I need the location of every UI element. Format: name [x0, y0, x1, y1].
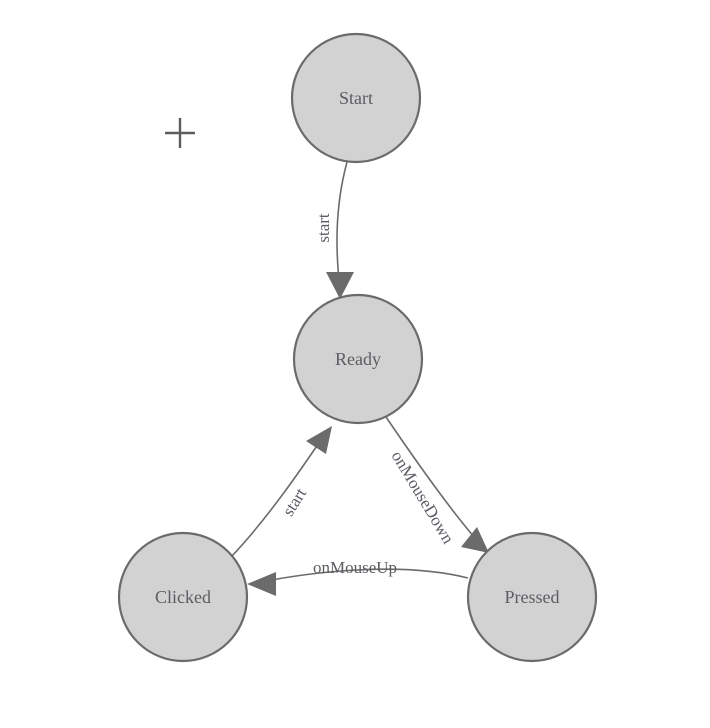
node-circle[interactable] — [466, 531, 598, 663]
arrow-head-icon — [306, 426, 332, 454]
edge-label: onMouseUp — [313, 558, 397, 577]
node-label: Pressed — [505, 587, 560, 607]
node-label: Ready — [335, 349, 381, 369]
state-node-start[interactable]: Start — [290, 32, 422, 164]
edge-clicked-to-ready: start — [230, 426, 332, 558]
state-node-pressed[interactable]: Pressed — [466, 531, 598, 663]
node-circle[interactable] — [117, 531, 249, 663]
edge-label: start — [279, 484, 311, 519]
edge-label: start — [314, 213, 333, 243]
arrow-head-icon — [247, 572, 276, 596]
edge-line — [255, 568, 469, 584]
arrow-head-icon — [461, 527, 489, 553]
plus-marker-icon — [165, 118, 195, 148]
edge-pressed-to-clicked: onMouseUp — [247, 558, 469, 596]
edge-ready-to-pressed: onMouseDown — [385, 416, 489, 553]
edge-line — [336, 161, 348, 291]
edge-start-to-ready: start — [314, 161, 354, 299]
node-circle[interactable] — [292, 293, 424, 425]
node-circle[interactable] — [290, 32, 422, 164]
edge-line — [230, 433, 326, 558]
node-label: Start — [339, 88, 373, 108]
node-label: Clicked — [155, 587, 211, 607]
state-node-clicked[interactable]: Clicked — [117, 531, 249, 663]
arrow-head-icon — [326, 272, 354, 299]
edge-label: onMouseDown — [388, 447, 459, 547]
state-node-ready[interactable]: Ready — [292, 293, 424, 425]
markers-group — [165, 118, 195, 148]
